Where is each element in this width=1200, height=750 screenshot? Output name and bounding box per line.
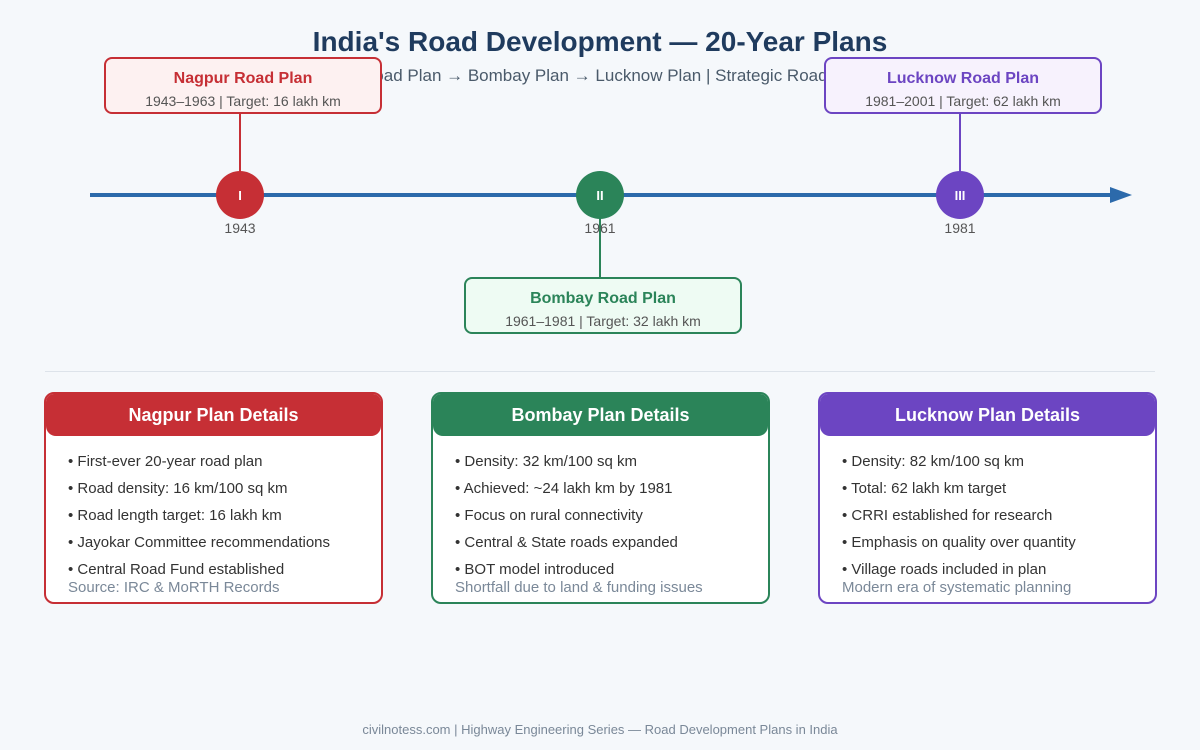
plan-box-nagpur: Nagpur Road Plan 1943–1963 | Target: 16 …	[104, 57, 382, 114]
timeline-arrowhead	[1110, 187, 1132, 203]
page-title: India's Road Development — 20-Year Plans	[312, 26, 888, 57]
list-item: • First-ever 20-year road plan	[68, 453, 263, 470]
card-title: Lucknow Plan Details	[820, 394, 1155, 436]
list-item: • Focus on rural connectivity	[455, 507, 643, 524]
plan-box-lucknow: Lucknow Road Plan 1981–2001 | Target: 62…	[824, 57, 1102, 114]
plan-box-info: 1961–1981 | Target: 32 lakh km	[505, 313, 701, 329]
timeline: I II III	[90, 112, 1132, 278]
milestone-lucknow: III	[936, 171, 984, 219]
milestone-bombay: II	[576, 171, 624, 219]
plan-box-info: 1981–2001 | Target: 62 lakh km	[865, 93, 1061, 109]
card-list: • Density: 32 km/100 sq km • Achieved: ~…	[433, 436, 768, 583]
section-divider	[45, 371, 1155, 372]
plan-box-title: Lucknow Road Plan	[886, 70, 1039, 87]
list-item: • CRRI established for research	[842, 507, 1053, 524]
year-label-1981: 1981	[944, 220, 976, 236]
plan-box-title: Bombay Road Plan	[530, 290, 676, 307]
list-item: • Emphasis on quality over quantity	[842, 534, 1076, 551]
card-note: Modern era of systematic planning	[842, 579, 1072, 596]
list-item: • Village roads included in plan	[842, 561, 1047, 578]
card-lucknow: Lucknow Plan Details • Density: 82 km/10…	[818, 392, 1157, 604]
milestone-circle	[936, 171, 984, 219]
card-list: • First-ever 20-year road plan • Road de…	[46, 436, 381, 583]
milestone-numeral: II	[596, 188, 603, 203]
card-list: • Density: 82 km/100 sq km • Total: 62 l…	[820, 436, 1155, 583]
plan-box-info: 1943–1963 | Target: 16 lakh km	[145, 93, 341, 109]
plan-box-title: Nagpur Road Plan	[173, 70, 313, 87]
list-item: • Total: 62 lakh km target	[842, 480, 1007, 497]
milestone-circle	[576, 171, 624, 219]
card-nagpur: Nagpur Plan Details • First-ever 20-year…	[44, 392, 383, 604]
card-title: Bombay Plan Details	[433, 394, 768, 436]
year-label-1943: 1943	[224, 220, 256, 236]
plan-box-bombay: Bombay Road Plan 1961–1981 | Target: 32 …	[464, 277, 742, 334]
list-item: • Density: 32 km/100 sq km	[455, 453, 637, 470]
card-note: Source: IRC & MoRTH Records	[68, 579, 280, 596]
page-subtitle: Nagpur Road Plan → Bombay Plan → Lucknow…	[301, 66, 899, 85]
year-label-1961: 1961	[584, 220, 616, 236]
card-note: Shortfall due to land & funding issues	[455, 579, 703, 596]
milestone-nagpur: I	[216, 171, 264, 219]
list-item: • Achieved: ~24 lakh km by 1981	[455, 480, 673, 497]
card-bombay: Bombay Plan Details • Density: 32 km/100…	[431, 392, 770, 604]
list-item: • Central Road Fund established	[68, 561, 285, 578]
list-item: • Density: 82 km/100 sq km	[842, 453, 1024, 470]
list-item: • Road density: 16 km/100 sq km	[68, 480, 288, 497]
milestone-circle	[216, 171, 264, 219]
list-item: • BOT model introduced	[455, 561, 615, 578]
list-item: • Central & State roads expanded	[455, 534, 678, 551]
milestone-numeral: III	[955, 188, 966, 203]
card-title: Nagpur Plan Details	[46, 394, 381, 436]
list-item: • Road length target: 16 lakh km	[68, 507, 282, 524]
milestone-numeral: I	[238, 188, 242, 203]
footer-credit: civilnotess.com | Highway Engineering Se…	[362, 722, 838, 737]
list-item: • Jayokar Committee recommendations	[68, 534, 331, 551]
